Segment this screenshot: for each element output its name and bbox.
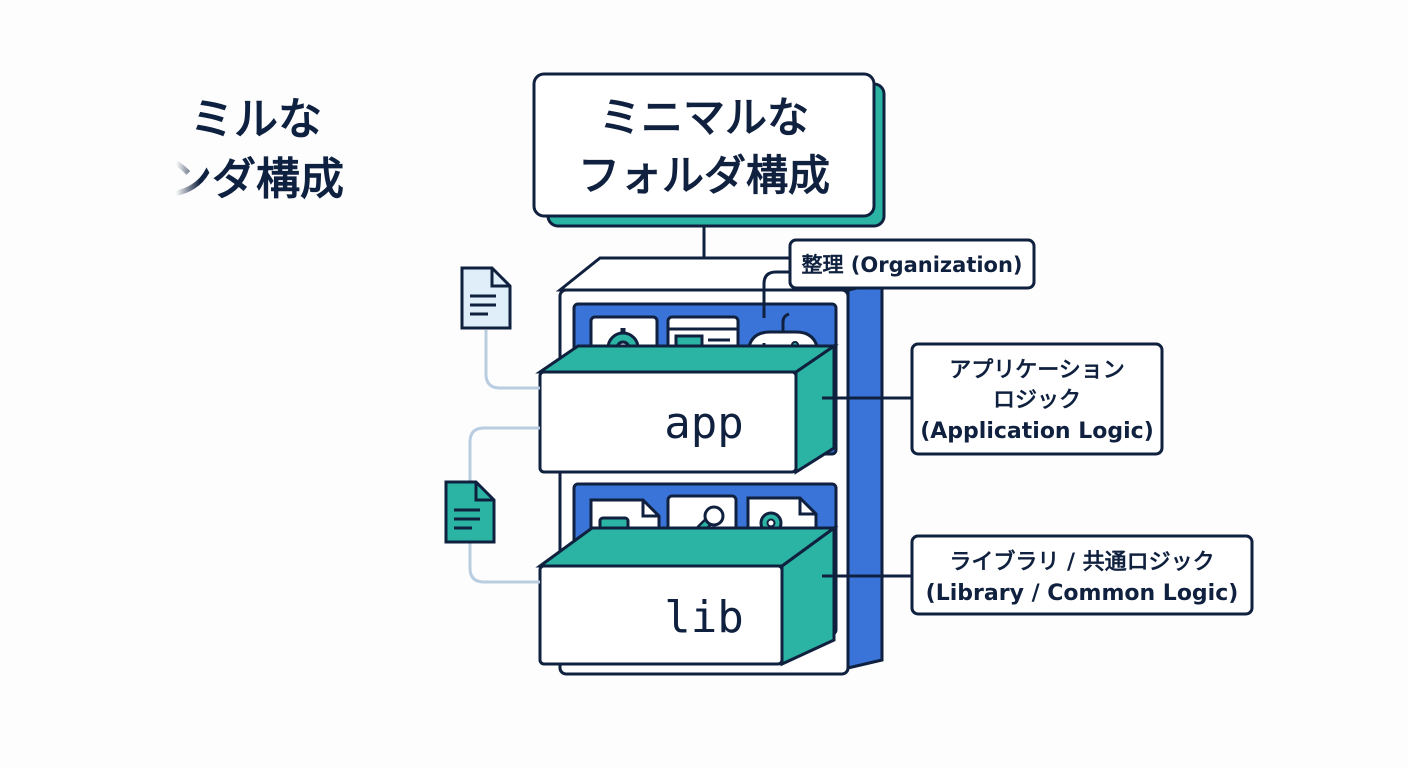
- organization-callout: 整理 (Organization): [762, 238, 1036, 318]
- app-logic-callout: アプリケーション ロジック (Application Logic): [822, 342, 1164, 456]
- app-callout-line1: アプリケーション: [949, 358, 1125, 383]
- title-card: ミニマルな フォルダ構成: [532, 72, 886, 228]
- lib-folder-label: lib: [664, 592, 743, 643]
- document-icon: [460, 266, 512, 330]
- app-callout-line2: ロジック: [993, 388, 1081, 413]
- lib-callout-line2: (Library / Common Logic): [926, 581, 1239, 606]
- lib-callout-line1: ライブラリ / 共通ロジック: [949, 549, 1214, 575]
- organization-label: 整理 (Organization): [801, 253, 1022, 277]
- title-line1: ミニマルな: [599, 93, 809, 142]
- app-folder-label: app: [664, 398, 743, 449]
- document-icon: [444, 480, 496, 544]
- title-line2: フォルダ構成: [578, 151, 830, 200]
- side-connectors: [468, 330, 540, 584]
- ghost-fade: [160, 150, 200, 210]
- ghost-title-line1: ミルな: [190, 94, 322, 145]
- lib-drawer[interactable]: lib: [535, 525, 839, 667]
- app-drawer[interactable]: app: [535, 343, 839, 475]
- lib-logic-callout: ライブラリ / 共通ロジック (Library / Common Logic): [822, 534, 1254, 616]
- app-callout-line3: (Application Logic): [920, 419, 1154, 444]
